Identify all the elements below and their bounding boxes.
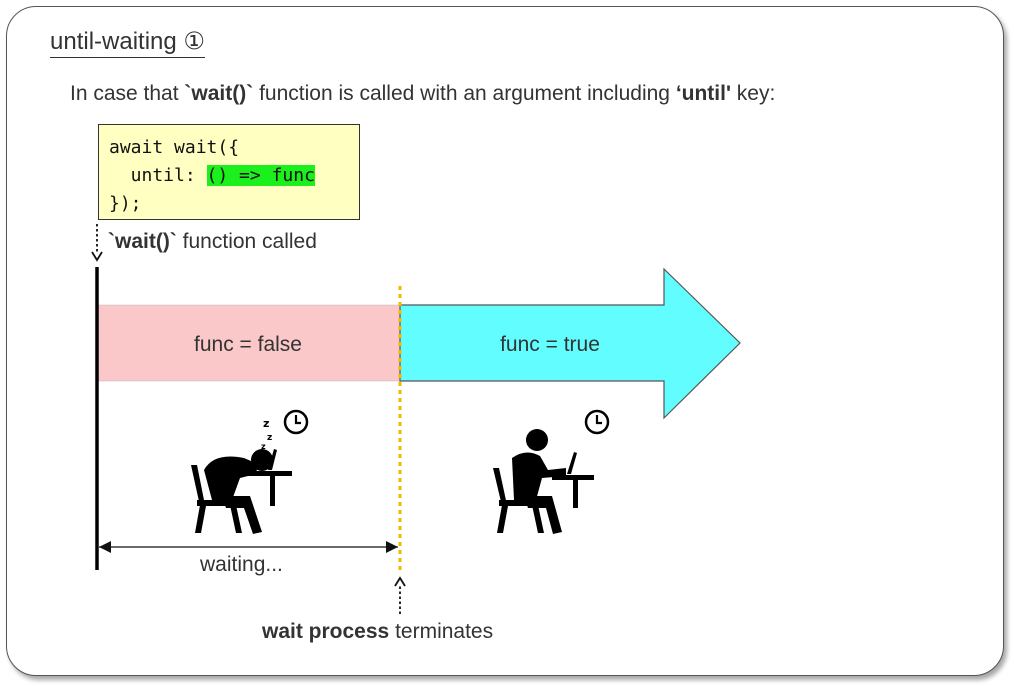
band-false-label: func = false [194, 333, 302, 356]
person-sleeping-at-desk-icon [191, 449, 292, 534]
intro-text: In case that `wait()` function is called… [70, 82, 775, 106]
code-block: await wait({ until: () => func }); [98, 124, 360, 220]
terminate-label-text: terminates [389, 620, 494, 643]
call-label-text: function called [176, 230, 317, 253]
svg-text:z: z [267, 433, 272, 443]
svg-text:z: z [263, 417, 269, 430]
intro-prefix: In case that [70, 82, 185, 105]
call-label: `wait()` function called [108, 230, 317, 254]
code-line-3: }); [109, 193, 142, 214]
zzz-icon: z z z [261, 417, 272, 451]
call-label-fn: `wait()` [108, 230, 177, 253]
person-working-at-laptop-icon [493, 429, 594, 534]
code-line-1: await wait({ [109, 137, 240, 158]
waiting-arrow-left [99, 541, 111, 553]
intro-suffix: key: [730, 82, 776, 105]
band-func-true-arrow [399, 267, 741, 420]
band-true-label: func = true [500, 333, 600, 356]
intro-middle: function is called with an argument incl… [253, 82, 676, 105]
band-func-false [97, 304, 401, 382]
clock-icon [584, 409, 610, 435]
terminate-label-bold: wait process [262, 620, 390, 643]
waiting-label: waiting... [200, 553, 283, 576]
code-line-2-highlight: () => func [206, 165, 315, 186]
page-title: until-waiting ① [50, 28, 205, 58]
intro-until-key: ‘until' [675, 82, 731, 105]
call-arrow-head [91, 251, 103, 262]
code-line-2-prefix: until: [109, 165, 207, 186]
terminate-label: wait process terminates [262, 620, 493, 644]
svg-text:z: z [261, 442, 266, 451]
terminate-arrow-head [394, 576, 406, 587]
clock-icon [283, 409, 309, 435]
waiting-arrow-right [386, 541, 398, 553]
intro-wait-fn: `wait()` [184, 82, 254, 105]
